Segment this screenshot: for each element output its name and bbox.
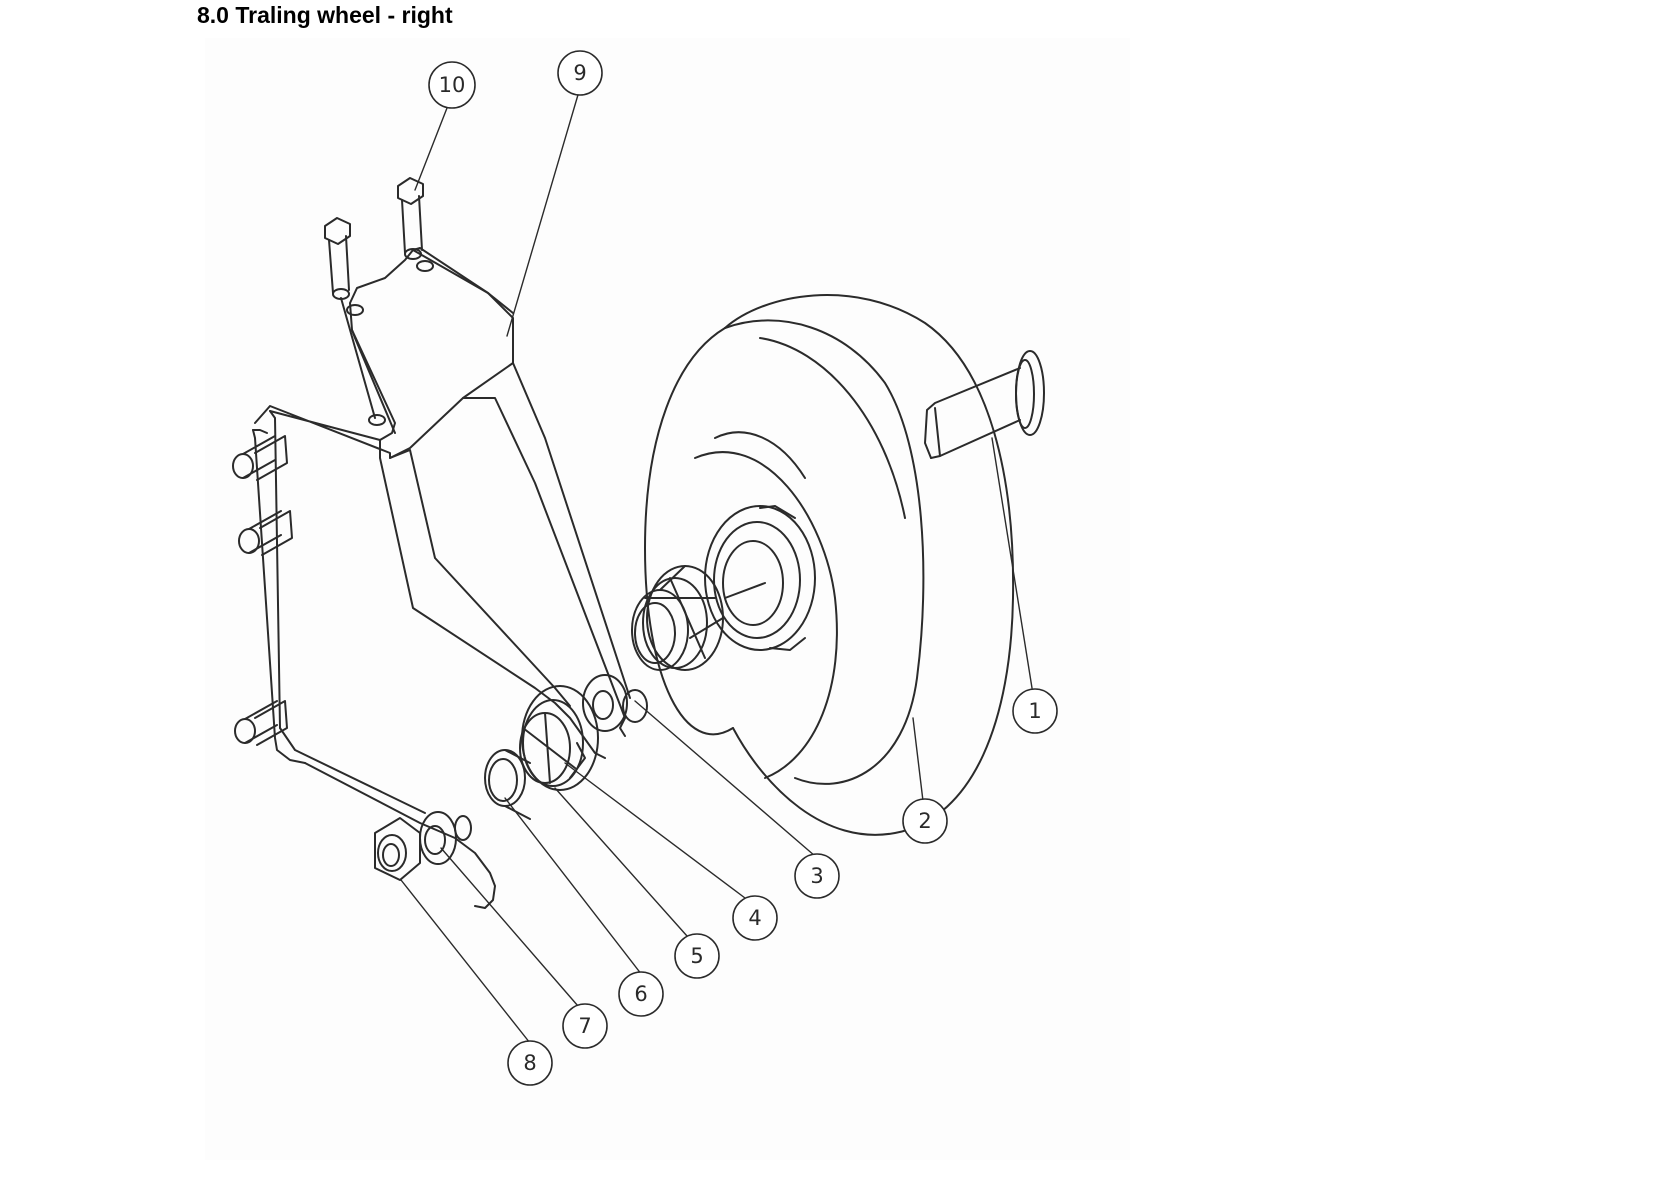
- callout-label-10: 10: [439, 73, 466, 97]
- callout-label-1: 1: [1028, 699, 1041, 723]
- wheel-part: [644, 294, 1015, 836]
- sleeve-part: [484, 749, 531, 820]
- callout-circle-8: [507, 1040, 553, 1086]
- bracket-part: [232, 247, 648, 909]
- leader-lines: [400, 87, 1033, 1044]
- callout-label-7: 7: [578, 1014, 591, 1038]
- callout-circle-5: [674, 933, 720, 979]
- bolts-part: [324, 177, 424, 419]
- callout-circle-1: [1012, 688, 1058, 734]
- callout-label-3: 3: [810, 864, 823, 888]
- trailing-wheel-exploded-view: 1 2 3 4 5 6 7 8 9 10: [232, 50, 1058, 1086]
- callout-label-2: 2: [918, 809, 931, 833]
- callout-circle-2: [902, 798, 948, 844]
- callout-label-6: 6: [634, 982, 647, 1006]
- small-bearing-part: [519, 685, 599, 791]
- mounting-pins: [232, 435, 293, 746]
- axle-part: [924, 350, 1045, 459]
- large-bearing-part: [631, 565, 766, 671]
- callout-circle-9: [557, 50, 603, 96]
- callout-circle-6: [618, 971, 664, 1017]
- spacer-ring-part: [582, 674, 628, 732]
- callout-circle-10: [428, 61, 476, 109]
- section-title: 8.0 Traling wheel - right: [197, 2, 453, 28]
- washer-part: [419, 811, 457, 865]
- callout-label-8: 8: [523, 1051, 536, 1075]
- callout-circle-3: [794, 853, 840, 899]
- exploded-assembly-drawing: 1 2 3 4 5 6 7 8 9 10: [205, 38, 1130, 1160]
- callout-label-4: 4: [748, 906, 761, 930]
- callout-label-9: 9: [573, 61, 586, 85]
- callout-label-5: 5: [690, 944, 703, 968]
- callout-circle-7: [562, 1003, 608, 1049]
- callout-circle-4: [732, 895, 778, 941]
- nut-part: [374, 817, 421, 881]
